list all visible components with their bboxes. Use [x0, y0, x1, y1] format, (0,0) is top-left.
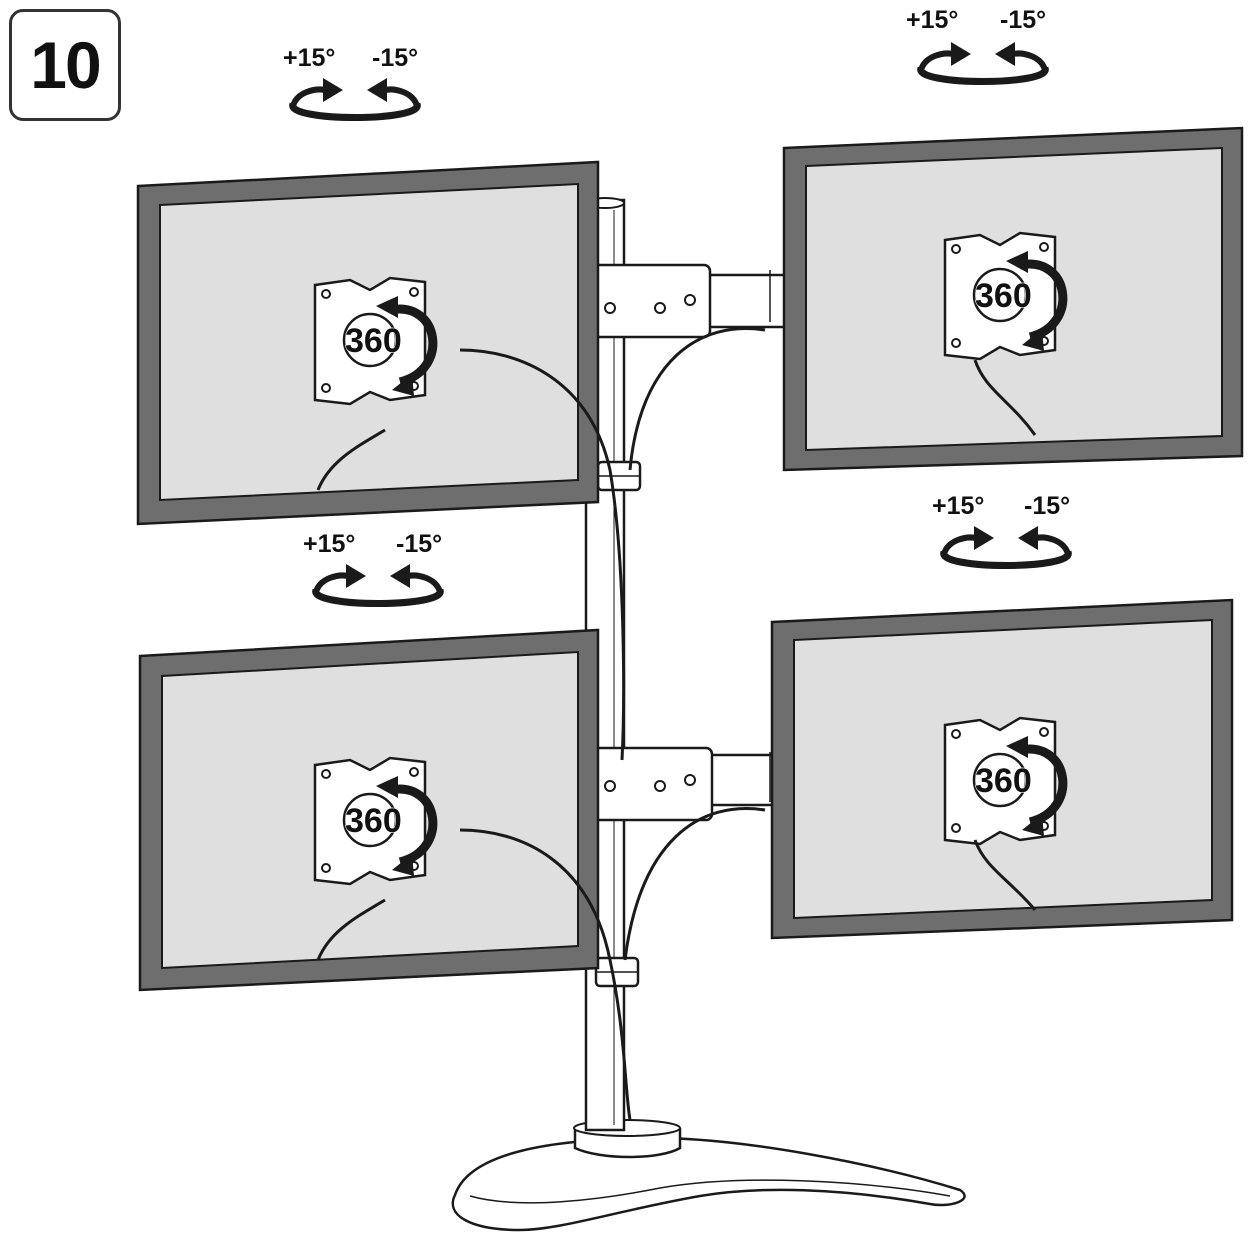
tilt-arrows-icon [289, 78, 421, 121]
rotation-arrow-icon [1006, 736, 1068, 836]
tilt-plus-label: +15° [906, 6, 959, 34]
vesa-mount-plate: 360 [943, 716, 1068, 846]
cable-clip-lower [594, 956, 640, 988]
tilt-plus-label: +15° [283, 44, 336, 72]
monitor-bottom-left: 360 [138, 628, 600, 992]
vesa-mount-plate: 360 [943, 231, 1068, 361]
cables [316, 327, 1037, 1121]
cable-clip-upper [596, 460, 642, 492]
tilt-arrows-icon [917, 42, 1049, 85]
monitor-top-right: 360 [782, 126, 1244, 472]
stand-base [451, 1119, 966, 1232]
rotation-360-label: 360 [345, 322, 402, 360]
rotation-360-label: 360 [975, 277, 1032, 315]
tilt-arrows-icon [312, 564, 444, 607]
rotation-arrow-icon [376, 296, 438, 396]
vesa-mount-plate: 360 [313, 276, 438, 406]
tilt-plus-label: +15° [932, 492, 985, 520]
rotation-arrow-icon [1006, 251, 1068, 351]
tilt-plus-label: +15° [303, 530, 356, 558]
tilt-arrows-icon [940, 526, 1072, 569]
rotation-360-label: 360 [975, 762, 1032, 800]
tilt-minus-label: -15° [396, 530, 443, 558]
rotation-360-label: 360 [345, 802, 402, 840]
tilt-minus-label: -15° [1000, 6, 1047, 34]
tilt-minus-label: -15° [372, 44, 419, 72]
step-number-badge: 10 [9, 9, 121, 121]
monitor-bottom-right: 360 [770, 598, 1234, 940]
rotation-arrow-icon [376, 776, 438, 876]
tilt-minus-label: -15° [1024, 492, 1071, 520]
monitor-top-left: 360 [136, 160, 600, 526]
vesa-mount-plate: 360 [313, 756, 438, 886]
